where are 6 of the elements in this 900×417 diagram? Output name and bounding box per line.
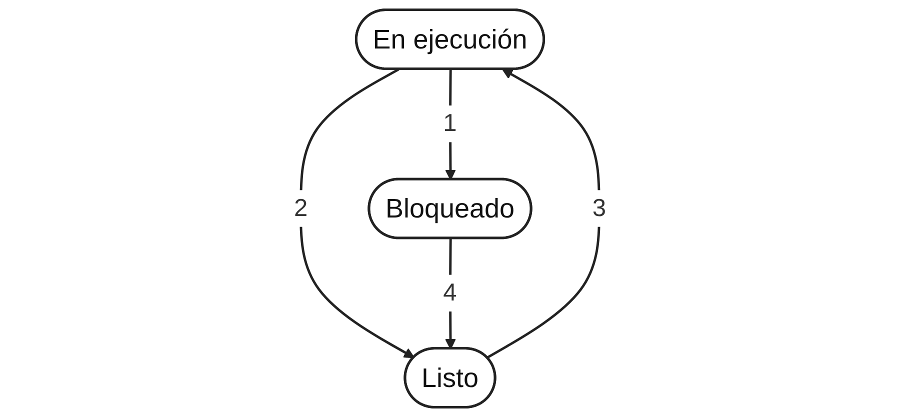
edge-label: 1	[443, 110, 457, 138]
edge-label: 3	[592, 195, 606, 222]
arrow	[486, 68, 600, 359]
edge-label: 2	[294, 195, 308, 222]
edge-label: 4	[443, 280, 457, 307]
arrow	[300, 68, 415, 358]
